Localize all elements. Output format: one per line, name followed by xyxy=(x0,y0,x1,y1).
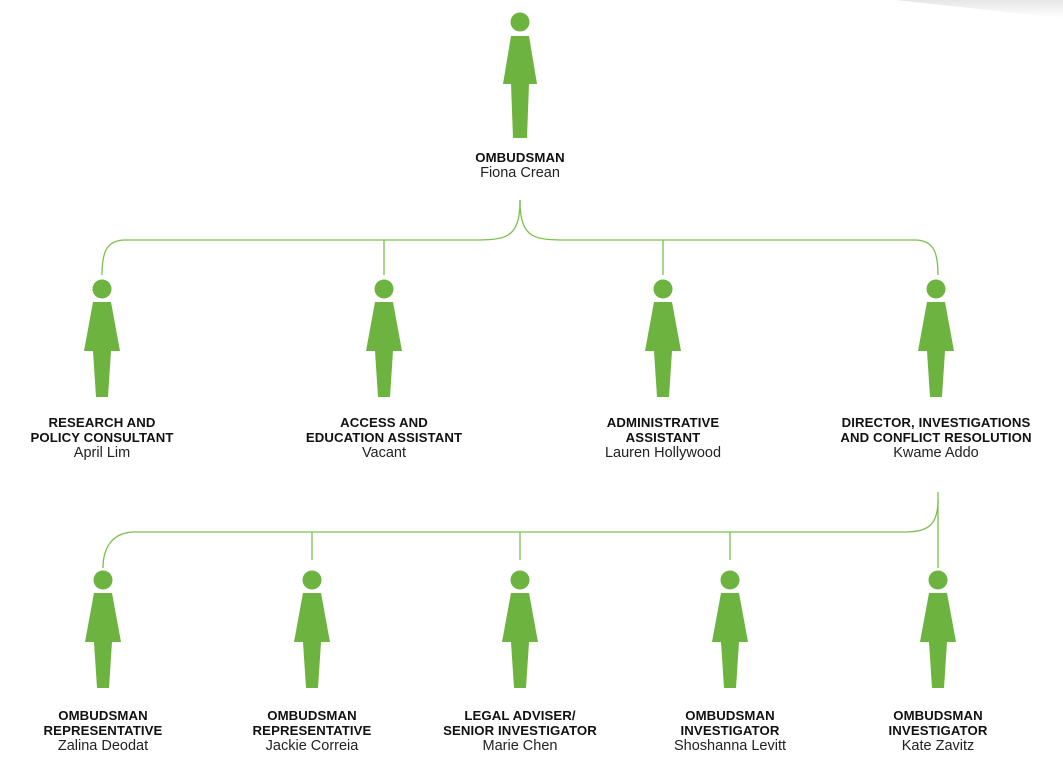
org-node-representative-2: OMBUDSMAN REPRESENTATIVE Jackie Correia xyxy=(172,570,452,755)
role-line: OMBUDSMAN xyxy=(267,708,357,723)
person-name: Shoshanna Levitt xyxy=(673,738,787,754)
org-node-access-education: ACCESS AND EDUCATION ASSISTANT Vacant xyxy=(244,279,524,462)
role-line: RESEARCH AND xyxy=(48,415,156,430)
person-icon xyxy=(645,279,681,397)
person-name: Lauren Hollywood xyxy=(604,445,722,461)
role-line: REPRESENTATIVE xyxy=(43,723,163,738)
person-icon xyxy=(84,279,120,397)
org-node-research-policy: RESEARCH AND POLICY CONSULTANT April Lim xyxy=(0,279,242,462)
connector-director-left xyxy=(102,492,939,569)
role-line: INVESTIGATOR xyxy=(680,723,780,738)
org-node-director: DIRECTOR, INVESTIGATIONS AND CONFLICT RE… xyxy=(796,279,1063,462)
person-name: Fiona Crean xyxy=(480,165,560,181)
org-node-legal-adviser: LEGAL ADVISER/ SENIOR INVESTIGATOR Marie… xyxy=(380,570,660,755)
role-line: LEGAL ADVISER/ xyxy=(464,708,576,723)
role-line: OMBUDSMAN xyxy=(893,708,983,723)
person-icon xyxy=(920,570,956,688)
org-node-administrative: ADMINISTRATIVE ASSISTANT Lauren Hollywoo… xyxy=(523,279,803,462)
role-line: SENIOR INVESTIGATOR xyxy=(443,723,597,738)
role-line: OMBUDSMAN xyxy=(58,708,148,723)
role-line: OMBUDSMAN xyxy=(685,708,775,723)
role-line: POLICY CONSULTANT xyxy=(30,430,174,445)
person-icon xyxy=(85,570,121,688)
person-name: Jackie Correia xyxy=(265,738,359,754)
role-line: ACCESS AND xyxy=(340,415,428,430)
person-icon xyxy=(294,570,330,688)
person-icon xyxy=(503,12,537,138)
person-name: Zalina Deodat xyxy=(57,738,149,754)
org-node-investigator-2: OMBUDSMAN INVESTIGATOR Kate Zavitz xyxy=(798,570,1063,755)
person-icon xyxy=(366,279,402,397)
person-name: Kwame Addo xyxy=(893,445,979,461)
org-node-investigator-1: OMBUDSMAN INVESTIGATOR Shoshanna Levitt xyxy=(590,570,870,755)
role-line: ASSISTANT xyxy=(625,430,701,445)
org-node-representative-1: OMBUDSMAN REPRESENTATIVE Zalina Deodat xyxy=(0,570,243,755)
role-line: AND CONFLICT RESOLUTION xyxy=(840,430,1032,445)
person-name: April Lim xyxy=(73,445,131,461)
connector-top-left xyxy=(101,199,521,276)
person-icon xyxy=(918,279,954,397)
connector-top-right xyxy=(519,199,939,276)
role-line: REPRESENTATIVE xyxy=(252,723,372,738)
person-name: Marie Chen xyxy=(482,738,558,754)
role-line: EDUCATION ASSISTANT xyxy=(305,430,463,445)
role-line: ADMINISTRATIVE xyxy=(606,415,720,430)
person-icon xyxy=(712,570,748,688)
person-name: Vacant xyxy=(361,445,407,461)
role-line: INVESTIGATOR xyxy=(888,723,988,738)
person-name: Kate Zavitz xyxy=(901,738,975,754)
role-line: DIRECTOR, INVESTIGATIONS xyxy=(841,415,1031,430)
role-line: OMBUDSMAN xyxy=(475,150,565,165)
person-icon xyxy=(502,570,538,688)
org-node-ombudsman: OMBUDSMAN Fiona Crean xyxy=(380,12,660,182)
